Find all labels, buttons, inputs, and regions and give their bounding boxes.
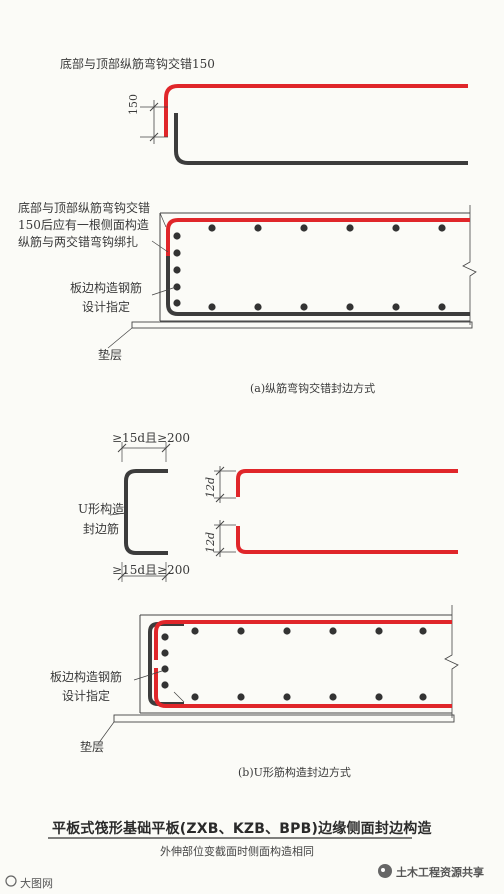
dim-12d-bottom: 12d [204,531,217,553]
caption-a: (a)纵筋弯钩交错封边方式 [250,382,376,395]
section-a [107,205,477,349]
u-shaped-bar [124,469,168,555]
watermark-left: 大图网 [20,877,53,890]
bottom-hook-bar [174,113,468,165]
figure-title: 平板式筏形基础平板(ZXB、KZB、BPB)边缘侧面封边构造 [52,821,432,837]
u-bar-note: U形构造 封边筋 [78,499,124,539]
edge-bar-note-b: 板边构造钢筋 设计指定 [50,668,122,706]
u-bar-note-line: 封边筋 [83,522,120,536]
edge-bar-note-a: 板边构造钢筋 设计指定 [70,279,142,317]
top-rebar-a [166,218,470,278]
edge-bar-line: 板边构造钢筋 [70,281,143,295]
lap-note: 底部与顶部纵筋弯钩交错 150后应有一根侧面构造 纵筋与两交错弯钩绑扎 [18,200,150,251]
dim-150-label: 150 [127,94,140,115]
u-bar-note-line: U形构造 [78,502,125,516]
u-bar-section [148,622,184,706]
dim-12d-top: 12d [204,476,217,498]
lap-note-line: 底部与顶部纵筋弯钩交错 [18,201,151,215]
caption-b: (b)U形筋构造封边方式 [238,766,351,779]
edge-bar-line: 板边构造钢筋 [50,670,123,684]
lap-label: 底部与顶部纵筋弯钩交错150 [60,57,215,71]
lap-note-line: 纵筋与两交错弯钩绑扎 [18,235,139,249]
cushion-label-a: 垫层 [98,348,123,362]
watermark-right: 土木工程资源共享 [396,866,484,879]
watermark-right-icon [378,864,392,878]
u-bar-detail [109,442,171,582]
top-rebar-b [154,620,452,660]
bent-bars-12d [214,466,458,557]
u-top-dim-label: ≥15d且≥200 [112,431,190,445]
section-b [97,605,459,745]
upper-bent-bar [236,469,458,497]
lower-bent-bar [236,526,458,554]
lap-note-line: 150后应有一根侧面构造 [18,218,149,232]
cushion-label-b: 垫层 [80,740,105,754]
watermark-left-icon [5,875,17,887]
edge-bar-line: 设计指定 [62,689,111,703]
edge-bar-line: 设计指定 [82,300,131,314]
u-bottom-dim-label: ≥15d且≥200 [112,563,190,577]
figure-subtitle: 外伸部位变截面时侧面构造相同 [160,845,314,858]
bottom-rebar-b [154,668,452,708]
top-hook-bar [164,84,468,137]
hook-detail-a [140,84,468,165]
bottom-rebar-a [166,256,470,316]
